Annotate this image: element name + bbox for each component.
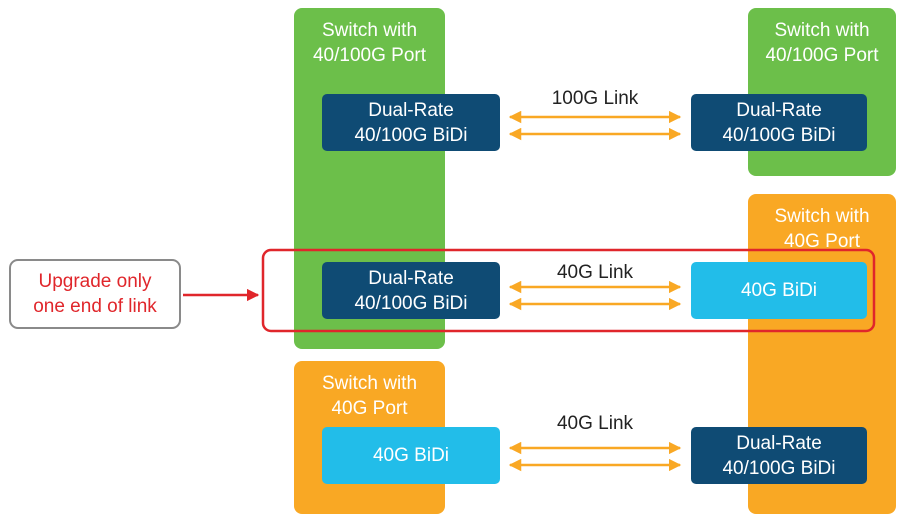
switch-title-line1: Switch with	[321, 373, 418, 394]
module-line1: Dual-Rate	[736, 99, 822, 121]
module-dual-rate-row1-left: Dual-Rate 40/100G BiDi	[322, 94, 500, 151]
module-dual-rate-row1-right: Dual-Rate 40/100G BiDi	[691, 94, 867, 151]
module-40g-bidi-row3-left: 40G BiDi	[322, 427, 500, 484]
switch-right-40-100g: Switch with 40/100G Port	[748, 8, 896, 176]
switch-title-line1: Switch with	[321, 20, 418, 41]
switch-title-line1: Switch with	[774, 20, 870, 41]
module-line2: 40/100G BiDi	[722, 457, 836, 479]
module-line1: Dual-Rate	[368, 99, 454, 121]
module-line1: 40G BiDi	[372, 445, 450, 466]
module-dual-rate-row2-left: Dual-Rate 40/100G BiDi	[322, 262, 500, 319]
module-40g-bidi-row2-right: 40G BiDi	[691, 262, 867, 319]
link-label-row2: 40G Link	[556, 262, 634, 283]
switch-title-line1: Switch with	[774, 206, 870, 227]
highlight-box	[261, 248, 876, 333]
module-line2: 40/100G BiDi	[722, 124, 836, 146]
switch-title-line2: 40G Port	[331, 398, 408, 419]
link-label-row3: 40G Link	[556, 413, 634, 434]
module-line1: Dual-Rate	[368, 267, 454, 289]
module-line2: 40/100G BiDi	[354, 292, 468, 314]
module-line1: Dual-Rate	[736, 432, 822, 454]
module-dual-rate-row3-right: Dual-Rate 40/100G BiDi	[691, 427, 867, 484]
switch-title-line2: 40G Port	[783, 231, 861, 252]
switch-title-line2: 40/100G Port	[765, 45, 879, 66]
switch-title-line2: 40/100G Port	[312, 45, 427, 66]
module-line1: 40G BiDi	[740, 280, 818, 301]
callout-line1: Upgrade only	[38, 271, 152, 292]
callout-line2: one end of link	[33, 296, 157, 317]
upgrade-callout: Upgrade only one end of link	[9, 259, 181, 329]
module-line2: 40/100G BiDi	[354, 124, 468, 146]
link-label-row1: 100G Link	[551, 88, 639, 109]
